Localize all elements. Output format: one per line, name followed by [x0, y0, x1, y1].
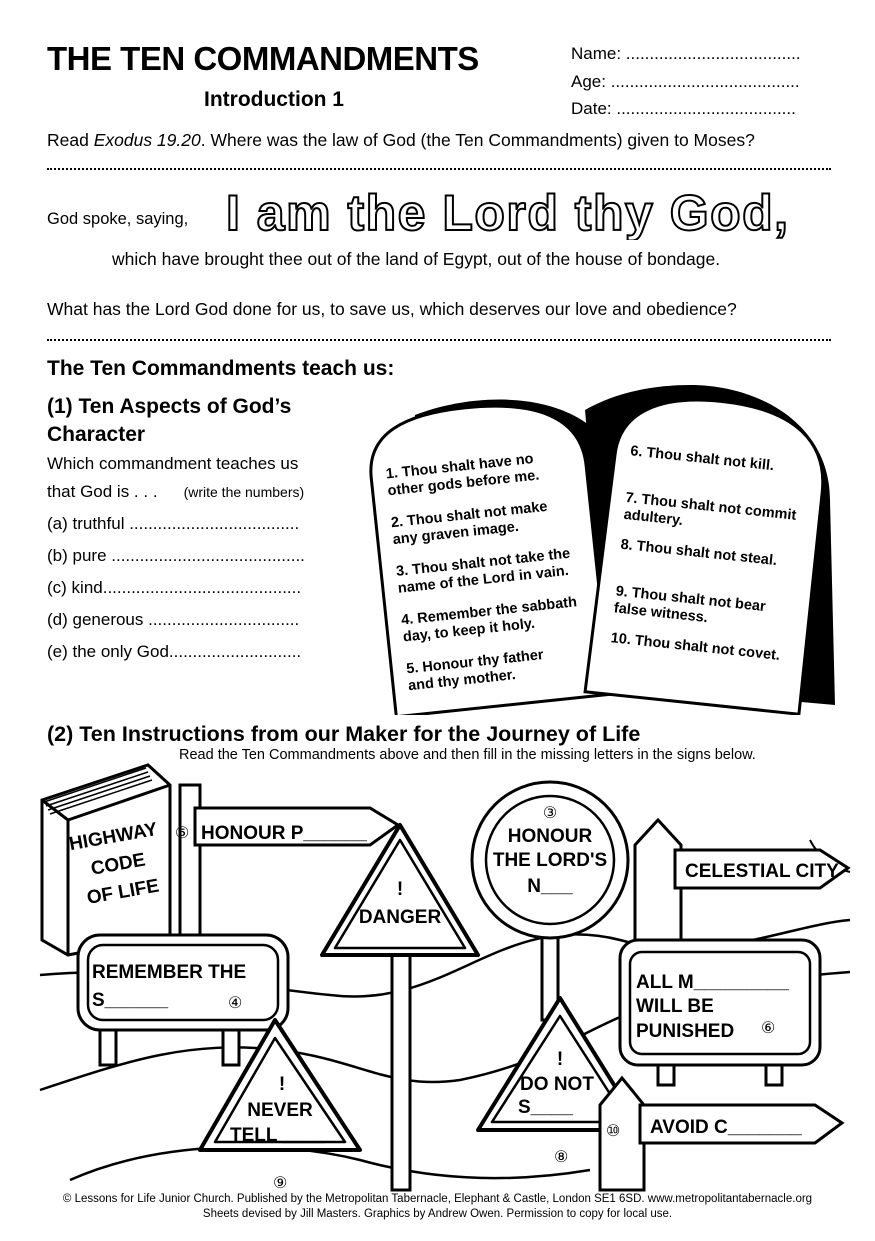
do-not-line-1: DO NOT — [520, 1074, 594, 1095]
part1-heading-line1: (1) Ten Aspects of God’s — [47, 395, 292, 418]
never-tell-line-2: TELL ____ — [230, 1125, 325, 1146]
tablet-right: 6. Thou shalt not kill.7. Thou shalt not… — [583, 398, 825, 715]
answer-only-god[interactable]: (e) the only God........................… — [47, 642, 302, 661]
road-edge-bottom — [69, 1145, 591, 1182]
danger-exclaim: ! — [397, 879, 403, 900]
never-tell-exclaim: ! — [279, 1074, 285, 1095]
murderers-num: ⑥ — [761, 1018, 775, 1037]
question-2: What has the Lord God done for us, to sa… — [47, 299, 737, 319]
part2-instruction: Read the Ten Commandments above and then… — [179, 747, 756, 763]
part1-intro-text: that God is . . . — [47, 482, 158, 501]
celestial-text: CELESTIAL CITY — [685, 861, 839, 882]
honour-name-line-2: THE LORD'S — [493, 850, 607, 871]
avoid-num: ⑩ — [606, 1121, 620, 1140]
sabbath-line-1: REMEMBER THE — [92, 962, 246, 983]
footer-line-2: Sheets devised by Jill Masters. Graphics… — [202, 1208, 673, 1220]
answer-generous[interactable]: (d) generous ...........................… — [47, 610, 300, 629]
date-field[interactable]: Date: ..................................… — [571, 99, 796, 118]
part1-heading-line2: Character — [47, 423, 146, 446]
answer-pure[interactable]: (b) pure ...............................… — [47, 546, 305, 565]
page-subtitle: Introduction 1 — [204, 88, 344, 111]
do-not-line-2: S____ — [518, 1097, 573, 1118]
honour-name-line-3: N___ — [527, 876, 573, 897]
answer-line-2[interactable] — [47, 339, 831, 341]
honour-name-num: ③ — [543, 803, 557, 822]
sign-never-tell: ! NEVER TELL ____ ⑨ — [198, 1018, 362, 1192]
answer-line-1[interactable] — [47, 168, 831, 170]
sign-honour-parents: HONOUR P______ ⑤ — [175, 783, 401, 957]
never-tell-num: ⑨ — [273, 1173, 287, 1192]
honour-name-line-1: HONOUR — [508, 826, 593, 847]
age-field[interactable]: Age: ...................................… — [571, 72, 800, 91]
never-tell-line-1: NEVER — [247, 1100, 313, 1121]
sign-danger: ! DANGER — [320, 823, 480, 1192]
sign-celestial-city: CELESTIAL CITY — [633, 817, 851, 962]
part1-intro-note: (write the numbers) — [183, 484, 305, 500]
answer-kind[interactable]: (c) kind................................… — [47, 578, 302, 597]
answer-truthful[interactable]: (a) truthful ...........................… — [47, 514, 300, 533]
question-1-prefix: Read — [47, 130, 94, 150]
footer-line-1: © Lessons for Life Junior Church. Publis… — [62, 1193, 813, 1205]
honour-parents-text: HONOUR P______ — [201, 823, 367, 844]
sabbath-num: ④ — [228, 993, 242, 1012]
sign-do-not: ! DO NOT S____ ⑧ — [476, 996, 644, 1166]
sign-avoid: AVOID C_______ ⑩ — [598, 1075, 845, 1192]
god-spoke-intro: God spoke, saying, — [47, 210, 189, 228]
page-title: THE TEN COMMANDMENTS — [47, 40, 479, 77]
part1-intro-line1: Which commandment teaches us — [47, 454, 299, 473]
road-signs-illustration: HIGHWAY CODE OF LIFE HONOUR P______ ⑤ ! … — [39, 763, 851, 1192]
sign-honour-name: ③ HONOUR THE LORD'S N___ — [470, 780, 630, 1022]
question-1-reference: Exodus 19.20 — [93, 130, 201, 150]
part2-heading: (2) Ten Instructions from our Maker for … — [47, 722, 641, 746]
murderers-line-1: ALL M_________ — [636, 972, 789, 993]
murderers-line-2: WILL BE — [636, 996, 714, 1017]
sign-sabbath: REMEMBER THE S______ ④ — [76, 933, 290, 1067]
avoid-text: AVOID C_______ — [650, 1117, 802, 1138]
question-1-rest: . Where was the law of God (the Ten Comm… — [200, 130, 755, 150]
declaration-big-text: I am the Lord thy God, — [226, 185, 790, 240]
highway-code-book: HIGHWAY CODE OF LIFE — [40, 763, 172, 957]
honour-parents-num: ⑤ — [175, 823, 189, 842]
do-not-exclaim: ! — [557, 1049, 563, 1070]
murderers-line-3: PUNISHED — [636, 1021, 734, 1042]
part1-intro-line2: that God is . . . (write the numbers) — [47, 482, 304, 502]
outlined-declaration: I am the Lord thy God, — [225, 184, 790, 240]
commandment-right-2-line-2: adultery. — [623, 507, 684, 529]
sabbath-line-2: S______ — [92, 990, 169, 1011]
name-field[interactable]: Name: ..................................… — [571, 44, 801, 63]
danger-text: DANGER — [359, 907, 442, 928]
declaration-continuation: which have brought thee out of the land … — [112, 249, 721, 269]
do-not-num: ⑧ — [554, 1147, 568, 1166]
question-1: Read Exodus 19.20. Where was the law of … — [47, 130, 755, 151]
sign-murderers: ALL M_________ WILL BE PUNISHED ⑥ — [618, 938, 822, 1087]
section-heading: The Ten Commandments teach us: — [47, 357, 395, 380]
